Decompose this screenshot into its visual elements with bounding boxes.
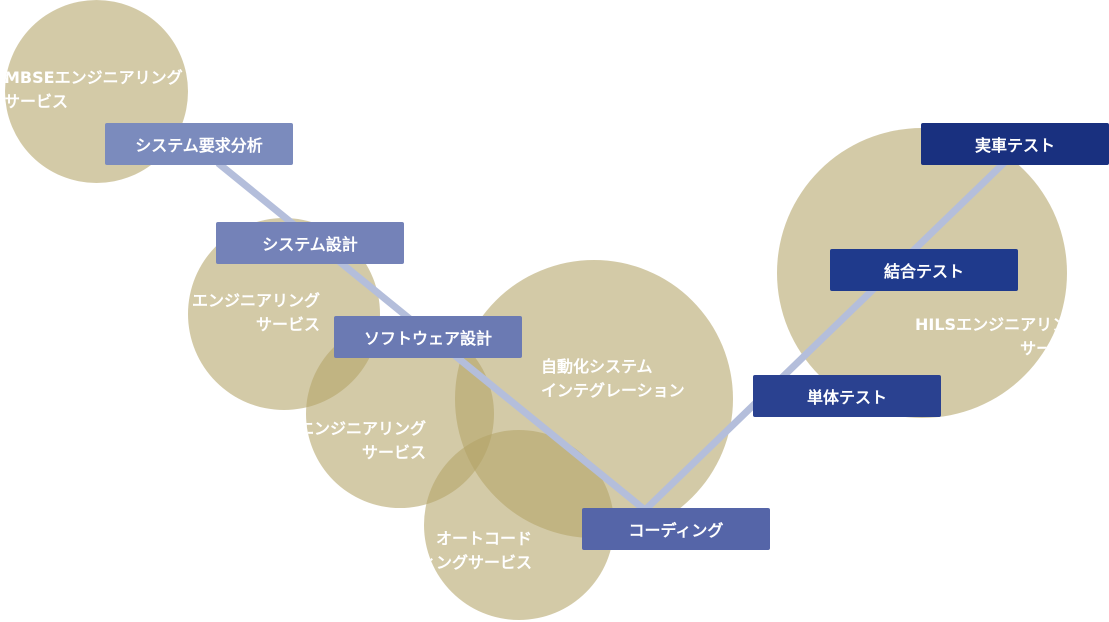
engineering-b-label-line2: サービス [361, 443, 426, 462]
stage-vehicle-test: 実車テスト [921, 123, 1109, 165]
mbse-service-label: MBSEエンジニアリング サービス [5, 66, 183, 114]
autocode-label-line1: オートコード [435, 529, 532, 548]
autocode-label-clip: オートコード ジェネレーティングサービス [424, 430, 614, 620]
hils-service-label: HILSエンジニアリング サービス [915, 313, 1067, 361]
integration-label-line2: インテグレーション [541, 381, 685, 400]
stage-software-design: ソフトウェア設計 [334, 316, 522, 358]
hils-label-clip: HILSエンジニアリング サービス [777, 128, 1067, 418]
hils-label-line1: HILSエンジニアリング [915, 315, 1067, 334]
engineering-service-label-a: エンジニアリング サービス [192, 289, 320, 337]
mbse-service-label-line1: MBSEエンジニアリング [5, 68, 183, 87]
engineering-a-label-line2: サービス [255, 315, 320, 334]
integration-service-label: 自動化システム インテグレーション [541, 355, 685, 403]
hils-label-line2: サービス [1020, 339, 1067, 358]
stage-unit-test: 単体テスト [753, 375, 941, 417]
stage-system-requirements-analysis: システム要求分析 [105, 123, 293, 165]
engineering-a-label-clip: エンジニアリング サービス [188, 218, 380, 410]
engineering-b-label-clip: エンジニアリング サービス [306, 320, 494, 508]
stage-system-design: システム設計 [216, 222, 404, 264]
stage-integration-test: 結合テスト [830, 249, 1018, 291]
stage-coding: コーディング [582, 508, 770, 550]
autocode-service-label: オートコード ジェネレーティングサービス [424, 527, 532, 575]
integration-label-line1: 自動化システム [541, 357, 653, 376]
engineering-service-label-b: エンジニアリング サービス [306, 417, 426, 465]
mbse-label-clip: MBSEエンジニアリング サービス [5, 0, 188, 183]
engineering-b-label-line1: エンジニアリング [306, 419, 426, 438]
mbse-service-label-line2: サービス [5, 92, 69, 111]
autocode-label-line2: ジェネレーティングサービス [424, 553, 532, 572]
engineering-a-label-line1: エンジニアリング [191, 291, 320, 310]
